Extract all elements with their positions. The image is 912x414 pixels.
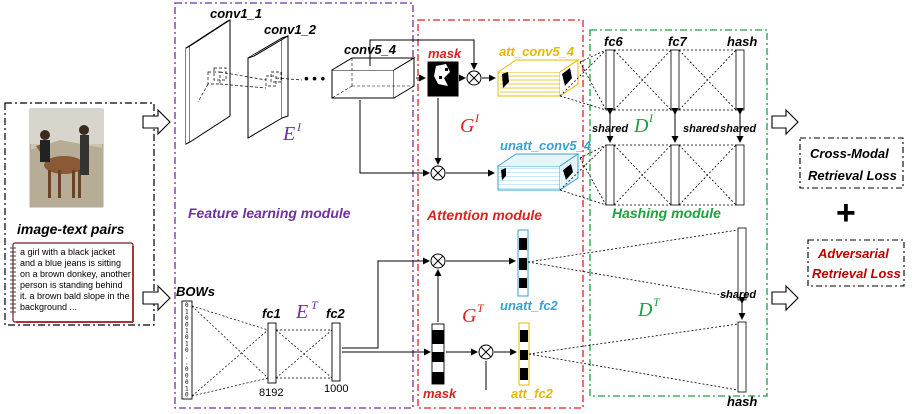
gi-superscript: I <box>474 111 480 125</box>
att-conv5-4-block <box>497 59 580 97</box>
text-line: a girl with a black jacket <box>20 247 116 257</box>
bows-bit: 1 <box>185 309 189 316</box>
multiply-op-middle <box>430 165 446 181</box>
shared-label-3: shared <box>720 123 756 135</box>
text-line: person is standing behind <box>20 280 123 290</box>
unatt-conv5-4-label: unatt_conv5_4 <box>500 138 592 153</box>
bows-bit: 0 <box>185 366 189 373</box>
multiply-op-text-top <box>430 253 446 269</box>
fc2-label: fc2 <box>326 306 346 321</box>
et-superscript: T <box>311 298 319 312</box>
att-fc2-label: att_fc2 <box>511 386 554 401</box>
hashing-module-title: Hashing module <box>612 205 721 221</box>
dt-network <box>527 227 747 393</box>
input-text-doc: a girl with a black jacket and a blue je… <box>10 242 134 323</box>
bows-bit: 0 <box>185 321 189 328</box>
conv1-2-label: conv1_2 <box>264 22 317 37</box>
output-arrow-bottom <box>771 284 799 312</box>
multiply-op-text-bottom <box>478 344 494 360</box>
cross-modal-loss-line1: Cross-Modal <box>810 146 889 161</box>
et-symbol: E <box>295 301 308 323</box>
attention-module-title: Attention module <box>426 207 542 223</box>
att-conv5-4-label: att_conv5_4 <box>499 44 575 59</box>
text-line: background ... <box>20 302 77 312</box>
conv5-4-block <box>331 57 416 99</box>
cross-modal-loss-line2: Retrieval Loss <box>808 168 897 183</box>
fc7-label: fc7 <box>668 34 688 49</box>
cross-modal-loss-box <box>799 137 904 189</box>
di-network-top <box>559 49 745 111</box>
fc1-label: fc1 <box>262 306 281 321</box>
mask-top-image <box>427 61 459 97</box>
di-network-bottom <box>559 144 745 206</box>
adversarial-loss-box <box>807 239 905 287</box>
hashing-module-box <box>589 29 768 397</box>
att-fc2-vector <box>518 322 530 386</box>
input-photo <box>29 108 104 208</box>
shared-label-text: shared <box>720 289 756 301</box>
gi-symbol: G <box>460 115 475 137</box>
mask-bottom-vector <box>431 323 445 385</box>
bows-bit: 0 <box>185 315 189 322</box>
text-line: and a blue jeans is sitting <box>20 258 121 268</box>
input-caption: image-text pairs <box>17 221 125 237</box>
text-line: on a brown donkey, another <box>20 269 131 279</box>
plus-sign: + <box>836 194 856 232</box>
conv1-1-label: conv1_1 <box>210 6 262 21</box>
image-input-arrow <box>142 108 171 136</box>
unatt-conv5-4-block <box>497 153 580 191</box>
di-superscript: I <box>648 111 654 125</box>
shared-label-2: shared <box>683 123 719 135</box>
bows-bit: 0 <box>185 347 189 354</box>
bows-bit: 0 <box>185 392 189 399</box>
fc6-label: fc6 <box>604 34 624 49</box>
di-symbol: D <box>633 115 649 137</box>
gt-superscript: T <box>477 301 485 315</box>
hash-top-label: hash <box>727 34 757 49</box>
unatt-fc2-label: unatt_fc2 <box>500 298 559 313</box>
bows-bit: 0 <box>185 373 189 380</box>
dt-superscript: T <box>653 295 661 309</box>
bows-bit: 1 <box>185 328 189 335</box>
hash-bottom-label: hash <box>727 394 757 409</box>
bows-bit: 1 <box>185 385 189 392</box>
text-input-arrow <box>142 284 171 312</box>
conv1-1-layer <box>185 19 231 145</box>
ei-superscript: I <box>296 120 302 134</box>
bows-vector <box>181 300 193 400</box>
ei-symbol: E <box>282 123 295 145</box>
bows-bit: . <box>185 353 189 360</box>
output-arrow-top <box>771 108 799 136</box>
unatt-fc2-vector <box>517 229 529 297</box>
mask-top-label: mask <box>428 46 462 61</box>
bows-bit: 0 <box>185 334 189 341</box>
bows-label: BOWs <box>176 284 215 299</box>
bows-bit: 0 <box>185 302 189 309</box>
ellipsis-dots: • • • <box>304 71 325 86</box>
input-box <box>4 102 155 326</box>
fc2-dim: 1000 <box>324 383 348 395</box>
dt-symbol: D <box>637 299 653 321</box>
gt-symbol: G <box>462 305 477 327</box>
bows-bit: 0 <box>185 379 189 386</box>
bows-bit: . <box>185 360 189 367</box>
text-line: it. a brown bald slope in the <box>20 291 130 301</box>
adversarial-loss-line1: Adversarial <box>817 246 889 261</box>
adversarial-loss-line2: Retrieval Loss <box>812 266 901 281</box>
fc1-vector <box>267 322 277 384</box>
bows-bit: 1 <box>185 341 189 348</box>
attention-module-box <box>417 19 584 409</box>
feature-module-title: Feature learning module <box>188 205 351 221</box>
mask-bottom-label: mask <box>423 386 457 401</box>
shared-label-1: shared <box>592 123 628 135</box>
multiply-op-top <box>466 70 482 86</box>
conv1-2-layer <box>247 35 289 139</box>
fc2-vector <box>331 322 341 382</box>
fc1-dim: 8192 <box>259 387 283 399</box>
feature-module-box <box>174 2 414 409</box>
